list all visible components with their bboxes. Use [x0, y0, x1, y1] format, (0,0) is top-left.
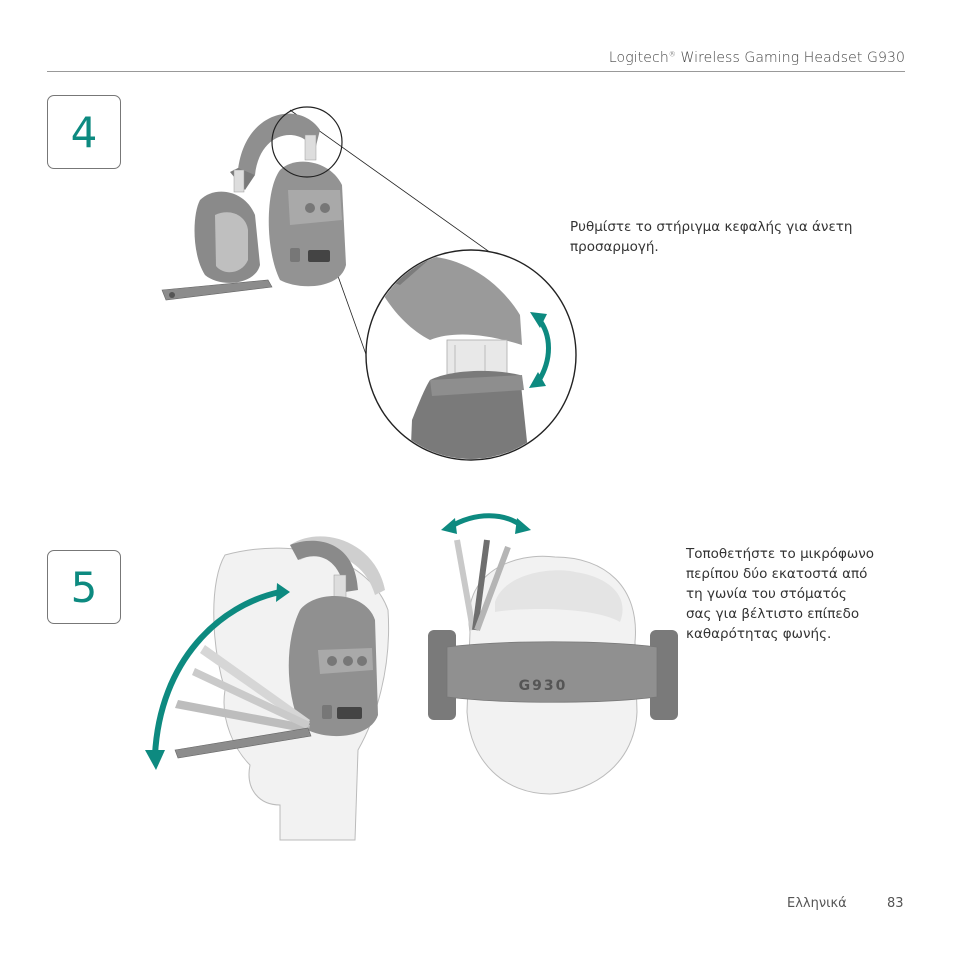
- brand-name: Logitech: [608, 50, 669, 66]
- step-4-caption: Ρυθμίστε το στήριγμα κεφαλής για άνετη π…: [570, 217, 890, 257]
- step-4-caption-line: Ρυθμίστε το στήριγμα κεφαλής για άνετη: [570, 219, 853, 235]
- product-name: Wireless Gaming Headset G930: [680, 50, 905, 66]
- step-5-caption-line: τη γωνία του στόματός: [686, 586, 847, 602]
- page-header: Logitech® Wireless Gaming Headset G930: [609, 50, 905, 66]
- header-divider: [47, 71, 905, 72]
- headset-adjust-illustration: [161, 106, 577, 461]
- headband-label: G930: [519, 678, 568, 694]
- step-5-caption: Τοποθετήστε το μικρόφωνο περίπου δύο εκα…: [686, 544, 916, 644]
- step-5-caption-line: καθαρότητας φωνής.: [686, 626, 832, 642]
- step-5-caption-line: Τοποθετήστε το μικρόφωνο: [686, 546, 875, 562]
- mic-position-side-illustration: [145, 536, 390, 841]
- step-5-badge: 5: [47, 550, 121, 624]
- footer-language: Ελληνικά: [787, 896, 847, 911]
- step-4-caption-line: προσαρμογή.: [570, 239, 659, 255]
- step-4-number: 4: [70, 107, 98, 157]
- step-5-caption-line: σας για βέλτιστο επίπεδο: [686, 606, 860, 622]
- mic-position-front-illustration: G930: [428, 513, 678, 795]
- step-5-caption-line: περίπου δύο εκατοστά από: [686, 566, 868, 582]
- registered-mark: ®: [668, 50, 676, 59]
- step-5-number: 5: [70, 562, 98, 612]
- step-4-badge: 4: [47, 95, 121, 169]
- page-number: 83: [887, 896, 904, 911]
